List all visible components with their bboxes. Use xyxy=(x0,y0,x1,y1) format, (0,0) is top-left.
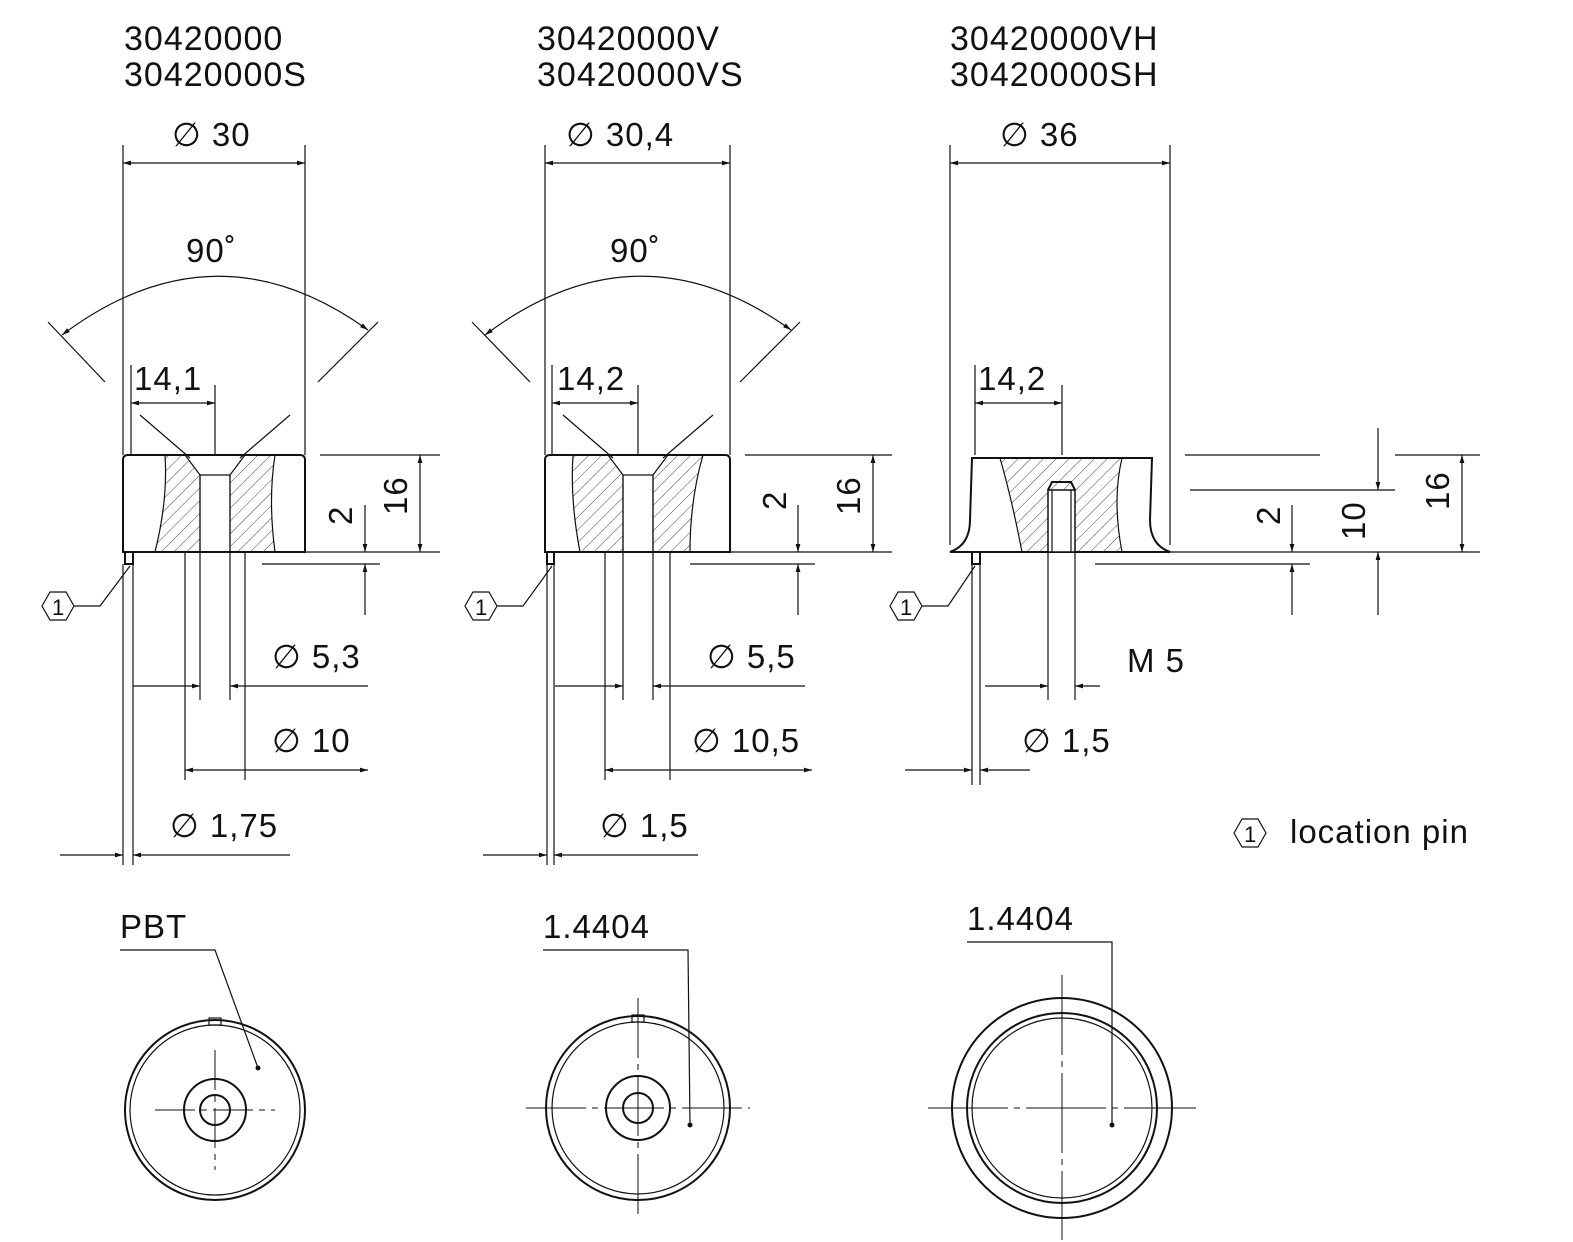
pin-height-dim: 2 xyxy=(322,506,359,525)
part-30420000: 30420000 30420000S ∅ 30 90˚ 14,1 16 2 xyxy=(41,20,440,1201)
article-number: 30420000S xyxy=(124,56,307,94)
countersink-dim: 14,2 xyxy=(557,360,625,397)
height-dim: 16 xyxy=(1419,471,1456,510)
material-label: PBT xyxy=(120,908,187,945)
article-number: 30420000VS xyxy=(537,56,744,94)
angle-dim: 90˚ xyxy=(610,232,661,269)
height-dim: 16 xyxy=(377,476,414,515)
pin-diameter-dim: ∅ 1,5 xyxy=(600,807,689,844)
svg-text:1: 1 xyxy=(52,595,64,620)
legend-marker: 1 xyxy=(1244,822,1256,847)
counterbore-dim: ∅ 10 xyxy=(272,722,351,759)
countersink-dim: 14,2 xyxy=(978,360,1046,397)
location-pin-marker: 1 xyxy=(889,565,976,621)
part-30420000VH: 30420000VH 30420000SH ∅ 36 14,2 16 10 2 … xyxy=(889,20,1480,1240)
article-number: 30420000V xyxy=(537,20,720,58)
legend-label: location pin xyxy=(1290,813,1469,850)
height-dim: 16 xyxy=(830,476,867,515)
pin-height-dim: 2 xyxy=(756,491,793,510)
pin-diameter-dim: ∅ 1,5 xyxy=(1022,722,1111,759)
material-label: 1.4404 xyxy=(967,900,1074,937)
counterbore-dim: ∅ 10,5 xyxy=(692,722,800,759)
angle-dim: 90˚ xyxy=(186,232,237,269)
location-pin-marker: 1 xyxy=(41,565,131,621)
article-number: 30420000 xyxy=(124,20,283,58)
thread-dim: M 5 xyxy=(1127,642,1185,679)
svg-text:1: 1 xyxy=(900,595,912,620)
article-number: 30420000VH xyxy=(950,20,1159,58)
material-label: 1.4404 xyxy=(543,908,650,945)
outer-diameter-dim: ∅ 36 xyxy=(1000,116,1079,153)
hexagon-marker-icon xyxy=(1233,818,1267,848)
article-number: 30420000SH xyxy=(950,56,1159,94)
thread-depth-dim: 10 xyxy=(1335,501,1372,540)
pin-diameter-dim: ∅ 1,75 xyxy=(170,807,278,844)
svg-text:1: 1 xyxy=(475,595,487,620)
countersink-dim: 14,1 xyxy=(134,360,202,397)
legend: 1 location pin xyxy=(1233,813,1469,850)
bore-dim: ∅ 5,3 xyxy=(272,638,361,675)
bore-dim: ∅ 5,5 xyxy=(707,638,796,675)
part-30420000V: 30420000V 30420000VS ∅ 30,4 90˚ 14,2 16 … xyxy=(464,20,892,1220)
pin-height-dim: 2 xyxy=(1250,506,1287,525)
location-pin-marker: 1 xyxy=(464,565,553,621)
outer-diameter-dim: ∅ 30 xyxy=(172,116,251,153)
outer-diameter-dim: ∅ 30,4 xyxy=(566,116,674,153)
